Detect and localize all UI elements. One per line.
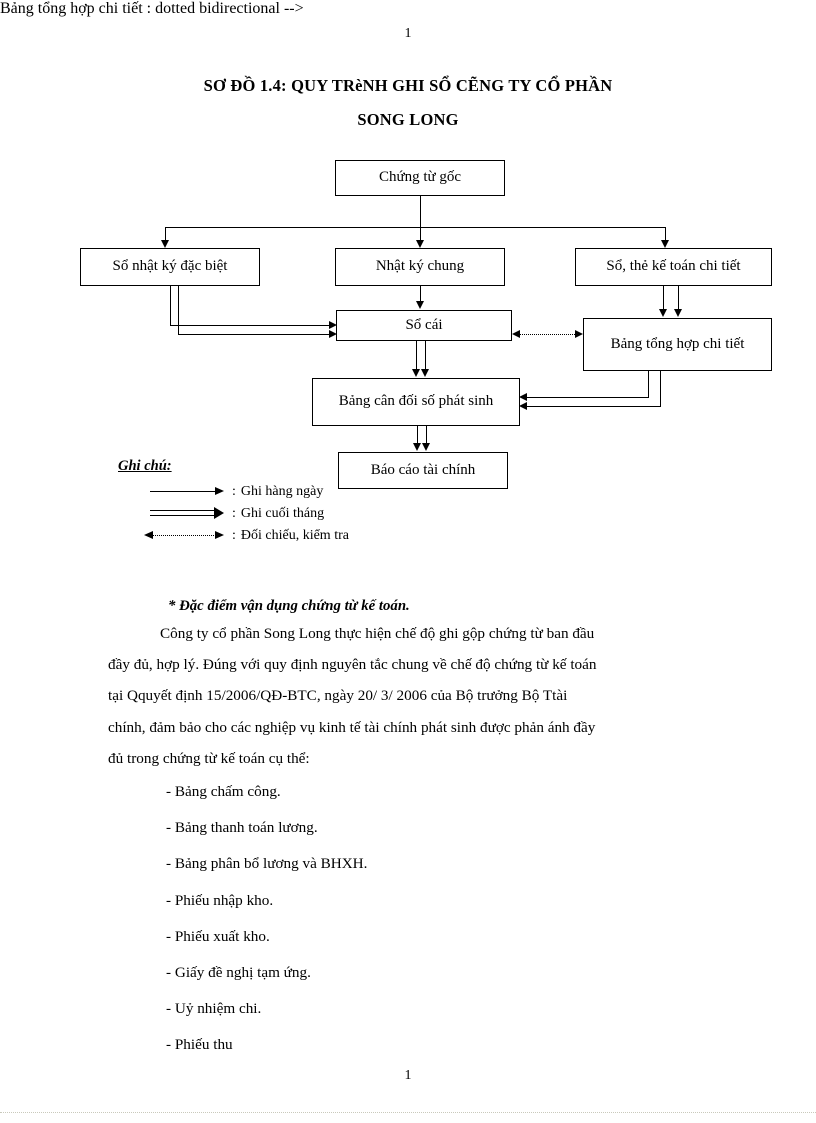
flow-node-bang-can-doi-so-phat-sinh: Bảng cân đối số phát sinh [312,378,520,426]
connector-bangcandoi-to-baocao-a [417,426,418,445]
paragraph-line: Công ty cổ phần Song Long thực hiện chế … [160,625,595,642]
intro-paragraph: Công ty cổ phần Song Long thực hiện chế … [108,626,716,766]
paragraph-line: đầy đủ, hợp lý. Đúng với quy định nguyên… [108,656,597,674]
legend-title: Ghi chú: [118,458,172,474]
connector-socai-bangtonghop-dotted [520,334,575,335]
connector-sonhatky-drop-b [178,286,179,335]
arrowhead-down-sothe [661,240,669,248]
connector-bus-to-sonhatky [165,227,166,241]
flow-node-chung-tu-goc: Chứng từ gốc [335,160,505,196]
connector-sonhatky-drop-a [170,286,171,326]
connector-bangcandoi-to-baocao-b [426,426,427,445]
flow-node-label: Chứng từ gốc [378,169,462,186]
list-item: - Uỷ nhiệm chi. [166,1000,262,1018]
legend-separator: : [232,506,236,521]
list-item: - Phiếu xuất kho. [166,927,270,945]
flow-node-bao-cao-tai-chinh: Báo cáo tài chính [338,452,508,489]
flow-node-label: Bảng tổng hợp chi tiết [610,335,745,352]
arrowhead-down-sonhatky [161,240,169,248]
flow-node-label: Sổ, thẻ kế toán chi tiết [606,258,741,275]
list-item: - Phiếu nhập kho. [166,891,274,909]
flow-node-so-nhat-ky-dac-biet: Sổ nhật ký đặc biệt [80,248,260,286]
arrowhead-down-nhatkychung [416,240,424,248]
flow-node-so-cai: Sổ cái [336,310,512,341]
arrowhead-down-bangcandoi-b [421,369,429,377]
paragraph-line: tại Qquyết định 15/2006/QĐ-BTC, ngày 20/… [108,687,568,705]
legend-item-label: Ghi hàng ngày [240,484,324,499]
dotted-bidirectional-arrow-icon [142,529,226,543]
legend-separator: : [232,484,236,499]
flowchart-legend: Ghi chú: : Ghi hàng ngày : Ghi cuối thán… [118,458,349,547]
arrowhead-down-socai [416,301,424,309]
flow-node-bang-tong-hop-chi-tiet: Bảng tổng hợp chi tiết [583,318,772,371]
flow-node-so-the-ke-toan-chi-tiet: Sổ, thẻ kế toán chi tiết [575,248,772,286]
flow-node-label: Sổ cái [405,316,443,333]
connector-sothe-to-bangtonghop-a [663,286,664,310]
arrowhead-right-socai-b [329,330,337,338]
connector-nhatkychung-to-socai [420,286,421,302]
flow-node-label: Nhật ký chung [375,258,465,275]
legend-item-label: Ghi cuối tháng [240,506,325,521]
connector-bangtonghop-drop-a [648,371,649,398]
arrowhead-left-socai-dotted [512,330,520,338]
connector-socai-to-bangcandoi-a [416,341,417,370]
connector-bangtonghop-drop-b [660,371,661,407]
legend-item-daily: : Ghi hàng ngày [142,481,349,503]
paragraph-line: chính, đảm bảo cho các nghiệp vụ kinh tế… [108,718,596,736]
document-title-line-2: SONG LONG [357,110,459,129]
flow-node-label: Bảng cân đối số phát sinh [338,393,494,410]
list-item: - Bảng chấm công. [166,783,281,801]
body-content: * Đặc điểm vận dụng chứng từ kế toán. Cô… [108,598,716,1074]
connector-sothe-to-bangtonghop-b [678,286,679,310]
arrowhead-right-bangtonghop-dotted [575,330,583,338]
connector-sonhatky-run-a [170,325,330,326]
document-title-line-1: SƠ ĐỒ 1.4: QUY TRèNH GHI SỔ CẼNG TY CỔ P… [203,76,613,95]
arrowhead-right-socai-a [329,321,337,329]
list-item: - Phiếu thu [166,1036,233,1054]
single-arrow-icon [142,485,226,499]
arrowhead-down-bangtonghop-b [674,309,682,317]
connector-distribution-bus [165,227,665,228]
accounting-process-flowchart: Chứng từ gốc Sổ nhật ký đặc biệt Nhật ký… [0,0,772,489]
arrowhead-down-bangtonghop-a [659,309,667,317]
list-item: - Bảng thanh toán lương. [166,819,318,837]
flow-node-label: Sổ nhật ký đặc biệt [112,258,228,275]
paragraph-line: đủ trong chứng từ kế toán cụ thể: [108,749,310,767]
header-page-number: 1 [404,26,412,41]
connector-bus-to-sothe [665,227,666,241]
legend-item-label: Đối chiếu, kiểm tra [240,528,349,543]
legend-item-monthly: : Ghi cuối tháng [142,503,349,525]
arrowhead-left-bangcandoi-a [519,393,527,401]
legend-separator: : [232,528,236,543]
legend-item-reconcile: : Đối chiếu, kiểm tra [142,525,349,547]
connector-bus-to-nhatkychung [420,227,421,241]
connector-sonhatky-run-b [178,334,330,335]
connector-bangtonghop-run-a [527,397,649,398]
footer-page-number: 1 [404,1068,412,1083]
arrowhead-down-baocao-a [413,443,421,451]
section-subheading: * Đặc điểm vận dụng chứng từ kế toán. [168,598,410,614]
connector-socai-to-bangcandoi-b [425,341,426,370]
page-bottom-rule [0,1112,816,1113]
double-arrow-icon [142,507,226,521]
connector-chungtugoc-stem [420,196,421,227]
list-item: - Giấy đề nghị tạm ứng. [166,964,311,982]
flow-node-nhat-ky-chung: Nhật ký chung [335,248,505,286]
connector-bangtonghop-run-b [527,406,661,407]
arrowhead-down-bangcandoi-a [412,369,420,377]
arrowhead-left-bangcandoi-b [519,402,527,410]
flow-node-label: Báo cáo tài chính [370,461,476,478]
arrowhead-down-baocao-b [422,443,430,451]
list-item: - Bảng phân bổ lương và BHXH. [166,855,368,873]
